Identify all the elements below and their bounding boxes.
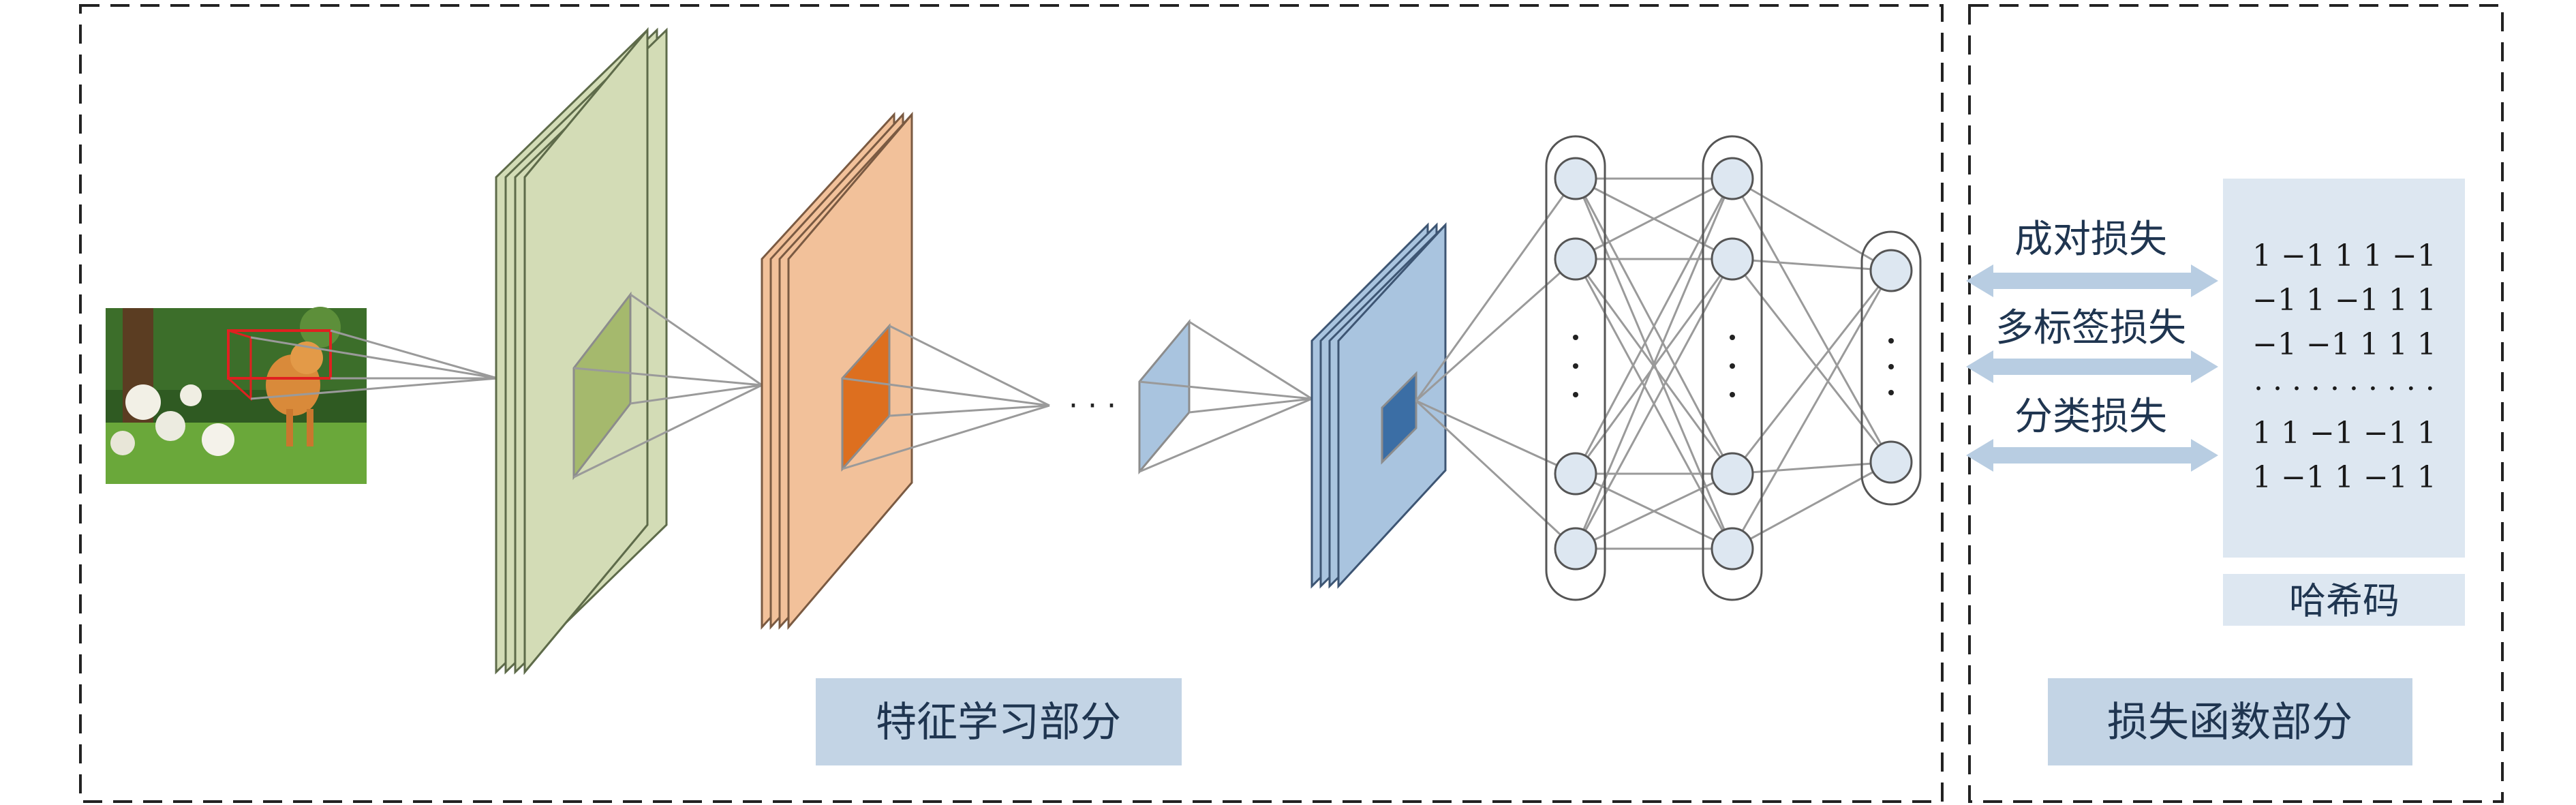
hash-row-4: 1 1 −1 −1 1	[2252, 416, 2436, 451]
fc-neuron	[1869, 249, 1913, 292]
fc-ellipsis-dot	[1573, 363, 1578, 369]
input-image	[106, 307, 367, 484]
fc-edge	[1731, 270, 1892, 549]
fc-neuron	[1711, 237, 1754, 281]
fc-neuron	[1554, 452, 1597, 496]
layer3-patch	[1381, 371, 1417, 465]
fc-input-edge	[1415, 258, 1576, 402]
loss-function-label: 损失函数部分	[2107, 699, 2352, 746]
hash-row-5: 1 −1 1 −1 1	[2252, 460, 2436, 495]
fc-ellipsis-dot	[1573, 392, 1578, 397]
fc-edge	[1731, 270, 1892, 474]
feature-learning-frame	[79, 4, 1944, 803]
hash-row-1: 1 −1 1 1 −1	[2252, 239, 2436, 273]
fc-input-edge	[1415, 178, 1577, 401]
multilabel-loss-arrow	[1966, 350, 2218, 383]
fc-edge	[1574, 258, 1734, 474]
fc-ellipsis-dot	[1730, 335, 1735, 340]
fully-connected-network	[1415, 135, 1922, 601]
pairwise-loss-label: 成对损失	[2014, 217, 2167, 262]
fc-ellipsis-dot	[1573, 335, 1578, 340]
fc-ellipsis-dot	[1888, 364, 1894, 369]
fc-layer-capsule	[1545, 135, 1606, 601]
projection-layer2-onward	[842, 324, 1050, 470]
fc-layer-capsule	[1860, 230, 1922, 506]
hash-code-panel	[2223, 179, 2465, 558]
hash-row-3: −1 −1 1 1 1	[2252, 327, 2436, 362]
fc-ellipsis-dot	[1730, 392, 1735, 397]
hash-row-2: −1 1 −1 1 1	[2252, 283, 2436, 318]
projection-patch-to-layer3	[1139, 320, 1313, 473]
pipeline-ellipsis: · · ·	[1069, 389, 1116, 423]
classification-loss-label: 分类损失	[2014, 395, 2167, 439]
fc-edge	[1731, 178, 1892, 463]
fc-ellipsis-dot	[1888, 338, 1894, 344]
fc-input-edge	[1415, 399, 1577, 550]
fc-neuron	[1711, 452, 1754, 496]
projection-input-to-layer1	[250, 329, 498, 400]
fc-neuron	[1554, 237, 1597, 281]
fc-edge	[1732, 461, 1892, 475]
fc-neuron	[1554, 527, 1597, 571]
fc-layer-capsule	[1702, 135, 1763, 601]
fc-edge	[1575, 472, 1733, 550]
classification-loss-arrow	[1966, 439, 2218, 472]
fc-edge	[1574, 258, 1734, 549]
multilabel-loss-label: 多标签损失	[1995, 306, 2186, 350]
feature-label-box	[816, 678, 1182, 765]
fc-neuron	[1711, 157, 1754, 200]
fc-edge	[1575, 177, 1733, 260]
intermediate-feature-patch	[1138, 318, 1191, 475]
fc-edge	[1574, 178, 1734, 549]
feature-learning-label: 特征学习部分	[876, 699, 1121, 746]
hash-ellipsis: · · · · · · · · · ·	[2254, 371, 2435, 406]
fc-neuron	[1554, 157, 1597, 200]
loss-function-frame	[1968, 4, 2504, 803]
fc-edge	[1574, 178, 1734, 474]
fc-edge	[1732, 177, 1892, 272]
pairwise-loss-arrow	[1966, 264, 2218, 297]
fc-edge	[1731, 258, 1892, 463]
conv-layer-1	[495, 27, 668, 675]
fc-neuron	[1711, 527, 1754, 571]
loss-arrows	[1966, 264, 2218, 472]
projection-layer1-to-layer2	[573, 293, 763, 479]
fc-ellipsis-dot	[1730, 363, 1735, 369]
fc-neuron	[1869, 440, 1913, 484]
hash-code-label-box	[2223, 574, 2465, 626]
conv-layer-3	[1310, 222, 1447, 589]
loss-label-box	[2048, 678, 2412, 765]
fc-edge	[1732, 258, 1892, 272]
hash-code-label: 哈希码	[2289, 579, 2399, 622]
fc-ellipsis-dot	[1888, 390, 1894, 395]
fc-edge	[1732, 461, 1892, 550]
fc-input-edge	[1415, 399, 1576, 475]
